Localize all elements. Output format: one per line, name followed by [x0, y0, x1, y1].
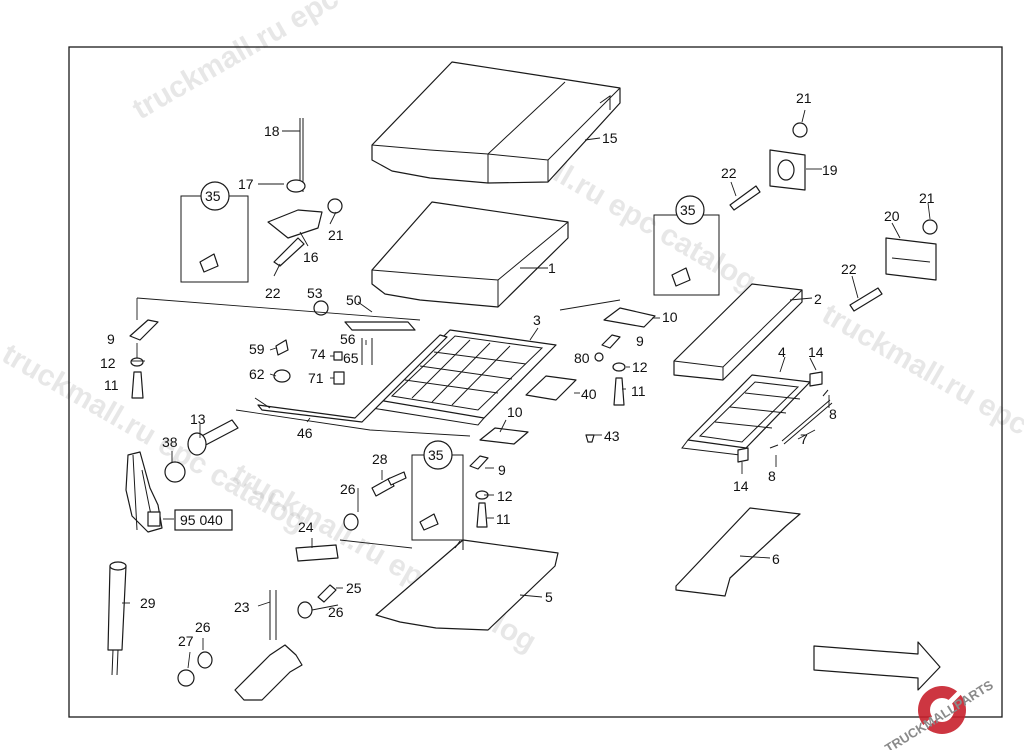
part-label: 43: [604, 428, 620, 444]
part-label: 6: [772, 551, 780, 567]
reference-box-label: 95 040: [180, 512, 223, 528]
part-label: 24: [298, 519, 314, 535]
part-15-cushion: [372, 62, 620, 183]
part-label: 74: [310, 346, 326, 362]
part-16-plate: [268, 210, 322, 238]
part-25-screw: [318, 585, 336, 602]
part-label: 5: [545, 589, 553, 605]
part-label: 12: [632, 359, 648, 375]
reference-box: 95 040: [175, 510, 232, 530]
part-label: 21: [328, 227, 344, 243]
part-label: 29: [140, 595, 156, 611]
part-label: 22: [841, 261, 857, 277]
part-label: 1: [548, 260, 556, 276]
part-40-plate: [526, 376, 576, 400]
part-label: 8: [768, 468, 776, 484]
part-20-bracket: [886, 238, 936, 280]
part-label: 50: [346, 292, 362, 308]
part-80-clip: [595, 353, 603, 361]
part-label: 14: [733, 478, 749, 494]
part-95040-lever: [126, 452, 162, 532]
part-label: 2: [814, 291, 822, 307]
part-2-cushion: [674, 284, 802, 380]
part-label: 38: [162, 434, 178, 450]
part-59-clip: [276, 340, 288, 355]
part-1-cushion: [372, 202, 568, 307]
next-arrow-icon: [814, 642, 940, 690]
part-62-cap: [274, 370, 290, 382]
part-label: 35: [428, 447, 444, 463]
part-label: 56: [340, 331, 356, 347]
part-28-screw: [372, 472, 406, 496]
part-label: 53: [307, 285, 323, 301]
part-label: 19: [822, 162, 838, 178]
part-label: 40: [581, 386, 597, 402]
part-65-clip: [334, 352, 342, 360]
part-label: 9: [498, 462, 506, 478]
part-6-panel: [676, 508, 800, 596]
part-label: 17: [238, 176, 254, 192]
watermark: truckmall.ru epc catalog: [127, 0, 442, 126]
part-label: 9: [107, 331, 115, 347]
part-27-nut: [178, 670, 194, 686]
part-19-plate: [770, 150, 805, 190]
part-4-frame: [682, 375, 810, 455]
part-label: 25: [346, 580, 362, 596]
part-label: 15: [602, 130, 618, 146]
part-label: 21: [919, 190, 935, 206]
part-label: 11: [496, 511, 511, 527]
part-label: 16: [303, 249, 319, 265]
part-label: 4: [778, 344, 786, 360]
truckmallparts-logo: TRUCKMALLPARTS: [882, 677, 996, 750]
part-label: 26: [328, 604, 344, 620]
part-label: 13: [190, 411, 206, 427]
part-56-pins: [362, 338, 372, 365]
part-label: 9: [636, 333, 644, 349]
part-label: 35: [205, 188, 221, 204]
part-label: 26: [340, 481, 356, 497]
part-label: 10: [507, 404, 523, 420]
part-24-clip: [296, 545, 338, 561]
part-label: 71: [308, 370, 324, 386]
part-43-screw: [586, 435, 594, 442]
part-label: 80: [574, 350, 590, 366]
part-label: 26: [195, 619, 211, 635]
part-label: 20: [884, 208, 900, 224]
part-label: 65: [343, 350, 359, 366]
part-label: 12: [100, 355, 116, 371]
part-label: 3: [533, 312, 541, 328]
part-label: 35: [680, 202, 696, 218]
part-label: 11: [104, 377, 119, 393]
part-label: 28: [372, 451, 388, 467]
part-label: 23: [234, 599, 250, 615]
part-label: 62: [249, 366, 265, 382]
watermark: truckmall.ru epc catalog: [817, 297, 1024, 498]
part-label: 59: [249, 341, 265, 357]
part-label: 7: [800, 431, 808, 447]
part-71-clip: [334, 372, 344, 384]
part-label: 8: [829, 406, 837, 422]
part-label: 22: [721, 165, 737, 181]
part-18-rod: [287, 118, 305, 192]
part-label: 22: [265, 285, 281, 301]
part-label: 12: [497, 488, 513, 504]
part-label: 27: [178, 633, 194, 649]
part-label: 46: [297, 425, 313, 441]
part-label: 14: [808, 344, 824, 360]
part-label: 10: [662, 309, 678, 325]
part-label: 18: [264, 123, 280, 139]
part-label: 11: [631, 383, 646, 399]
part-50-bracket: [345, 322, 415, 330]
part-38-cap: [165, 462, 185, 482]
part-label: 21: [796, 90, 812, 106]
part-29-tube: [108, 562, 126, 675]
